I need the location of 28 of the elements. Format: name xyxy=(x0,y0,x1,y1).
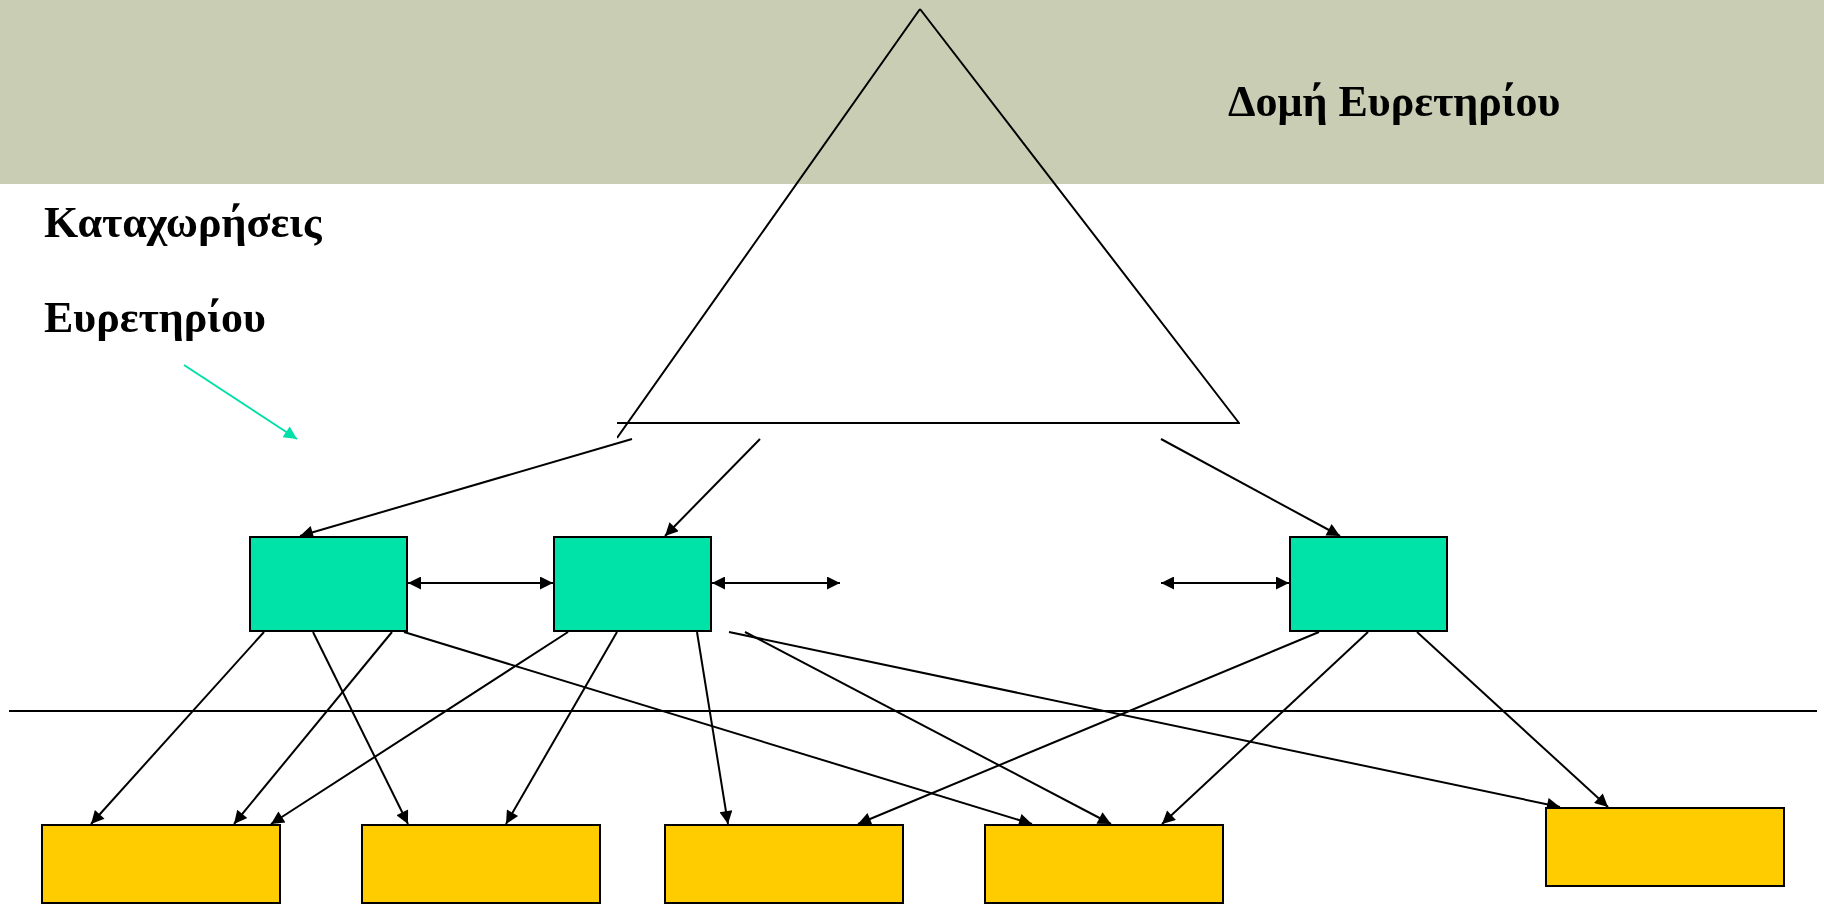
arrow xyxy=(90,631,265,825)
double-arrow xyxy=(407,576,554,590)
arrow xyxy=(505,631,618,825)
arrow xyxy=(233,631,393,825)
arrow xyxy=(183,364,298,440)
index-entry-box xyxy=(553,536,712,632)
arrow xyxy=(1416,631,1609,808)
data-page-box xyxy=(361,824,601,904)
index-entry-box xyxy=(249,536,408,632)
arrow xyxy=(664,438,761,537)
arrow xyxy=(299,438,633,539)
data-page-box xyxy=(984,824,1224,904)
arrow xyxy=(696,631,733,825)
double-arrow xyxy=(1160,576,1290,590)
arrow xyxy=(270,631,569,825)
diagram-title: Δομή Ευρετηρίου xyxy=(1228,76,1561,128)
arrow xyxy=(1160,438,1341,537)
index-entry-box xyxy=(1289,536,1448,632)
arrow xyxy=(857,631,1320,825)
arrow xyxy=(1161,631,1369,825)
arrow xyxy=(744,631,1112,825)
data-page-box xyxy=(664,824,904,904)
double-arrow xyxy=(711,576,841,590)
data-page-box xyxy=(1545,807,1785,887)
index-entries-label: Καταχωρήσεις Ευρετηρίου xyxy=(44,175,444,365)
arrow xyxy=(403,631,1033,827)
arrow xyxy=(312,631,409,825)
data-page-box xyxy=(41,824,281,904)
